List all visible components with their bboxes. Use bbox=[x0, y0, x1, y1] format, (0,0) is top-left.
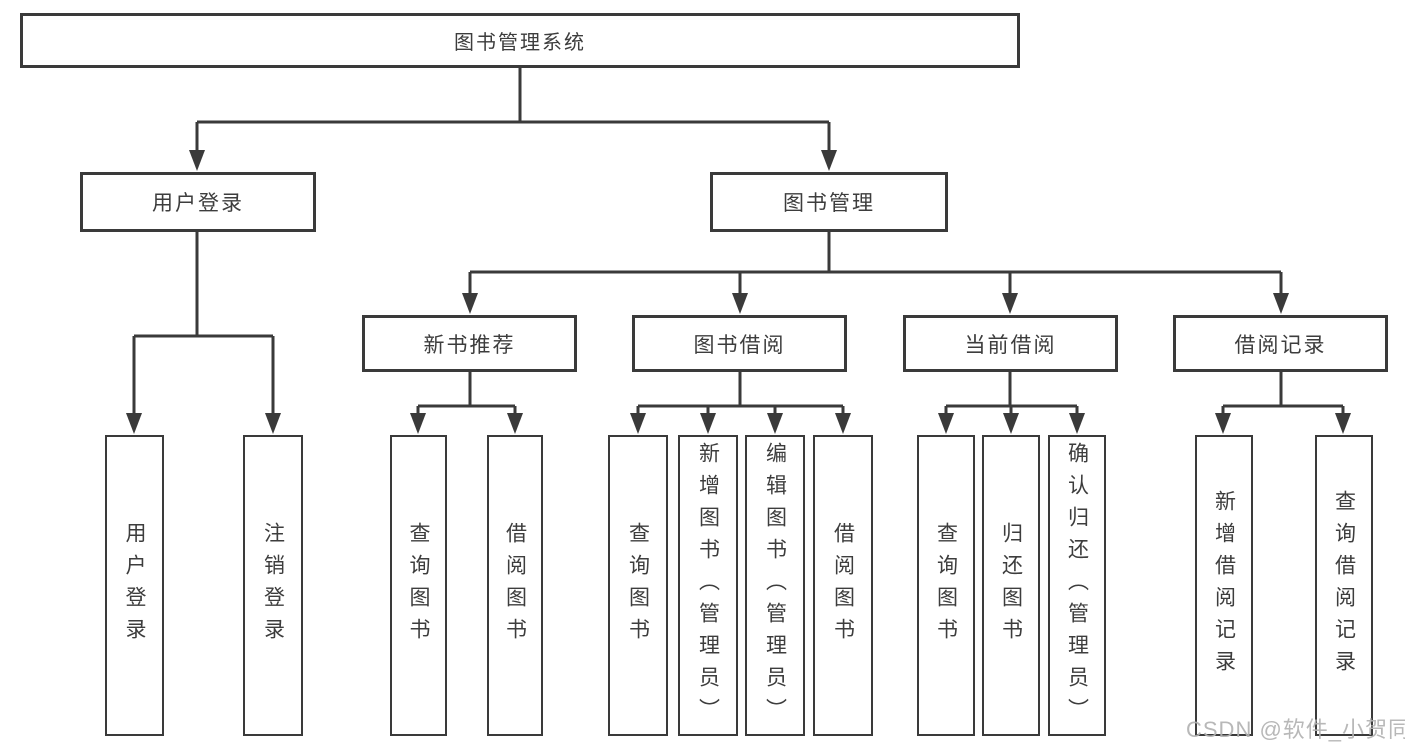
node-label: 确认归还（管理员） bbox=[1065, 441, 1089, 730]
node-label: 借阅图书 bbox=[503, 521, 527, 650]
leaf-confirm-return-admin: 确认归还（管理员） bbox=[1048, 435, 1106, 736]
node-book-borrow: 图书借阅 bbox=[632, 315, 847, 372]
leaf-edit-books-admin: 编辑图书（管理员） bbox=[745, 435, 805, 736]
connector bbox=[416, 372, 517, 415]
connector bbox=[468, 232, 1283, 294]
node-user-login: 用户登录 bbox=[80, 172, 316, 232]
leaf-borrow-books-1: 借阅图书 bbox=[487, 435, 543, 736]
node-label: 编辑图书（管理员） bbox=[763, 441, 787, 730]
node-label: 新书推荐 bbox=[423, 333, 516, 357]
leaf-borrow-books-2: 借阅图书 bbox=[813, 435, 873, 736]
node-label: 查询图书 bbox=[934, 521, 958, 650]
leaf-query-borrow-record: 查询借阅记录 bbox=[1315, 435, 1373, 736]
leaf-return-books: 归还图书 bbox=[982, 435, 1040, 736]
node-label: 查询借阅记录 bbox=[1332, 489, 1356, 682]
leaf-logout: 注销登录 bbox=[243, 435, 303, 736]
connector bbox=[1221, 372, 1345, 415]
node-label: 用户登录 bbox=[123, 521, 146, 650]
connector bbox=[195, 68, 831, 152]
node-label: 查询图书 bbox=[626, 521, 650, 650]
node-label: 查询图书 bbox=[407, 521, 430, 650]
arrowhead-icons bbox=[126, 150, 1351, 434]
leaf-user-login: 用户登录 bbox=[105, 435, 164, 736]
node-book-management: 图书管理 bbox=[710, 172, 948, 232]
node-label: 借阅记录 bbox=[1234, 333, 1327, 357]
node-root: 图书管理系统 bbox=[20, 13, 1020, 68]
node-label: 注销登录 bbox=[261, 521, 285, 650]
leaf-query-books-3: 查询图书 bbox=[917, 435, 975, 736]
connector bbox=[944, 372, 1079, 415]
leaf-query-books-1: 查询图书 bbox=[390, 435, 447, 736]
node-label: 当前借阅 bbox=[964, 333, 1057, 357]
node-borrow-records: 借阅记录 bbox=[1173, 315, 1388, 372]
node-label: 图书管理 bbox=[783, 192, 875, 215]
node-label: 借阅图书 bbox=[831, 521, 855, 650]
node-label: 新增图书（管理员） bbox=[696, 441, 720, 730]
node-label: 用户登录 bbox=[152, 192, 244, 215]
node-current-borrow: 当前借阅 bbox=[903, 315, 1118, 372]
node-label: 新增借阅记录 bbox=[1212, 489, 1236, 682]
leaf-add-borrow-record: 新增借阅记录 bbox=[1195, 435, 1253, 736]
connector bbox=[132, 232, 275, 415]
node-label: 图书管理系统 bbox=[454, 32, 586, 54]
node-label: 归还图书 bbox=[999, 521, 1023, 650]
node-new-book-recommend: 新书推荐 bbox=[362, 315, 577, 372]
watermark: CSDN @软件_小贺同学 bbox=[1186, 717, 1405, 742]
leaf-add-books-admin: 新增图书（管理员） bbox=[678, 435, 738, 736]
connector bbox=[636, 372, 845, 415]
leaf-query-books-2: 查询图书 bbox=[608, 435, 668, 736]
node-label: 图书借阅 bbox=[693, 333, 786, 357]
